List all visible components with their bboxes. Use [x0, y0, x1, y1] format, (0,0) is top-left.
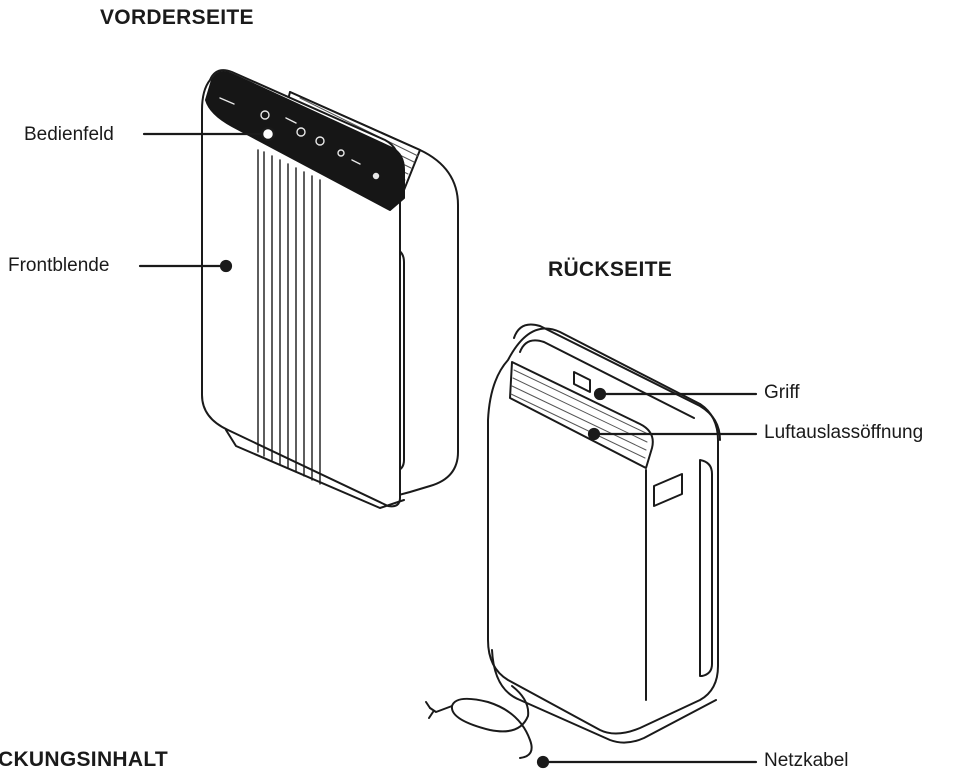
front-unit-illustration	[202, 70, 458, 508]
back-unit-illustration	[426, 325, 720, 759]
marker-control-panel	[262, 128, 274, 140]
marker-power-cord	[538, 757, 548, 767]
marker-handle	[595, 389, 605, 399]
marker-front-panel	[221, 261, 231, 271]
marker-air-outlet	[589, 429, 599, 439]
